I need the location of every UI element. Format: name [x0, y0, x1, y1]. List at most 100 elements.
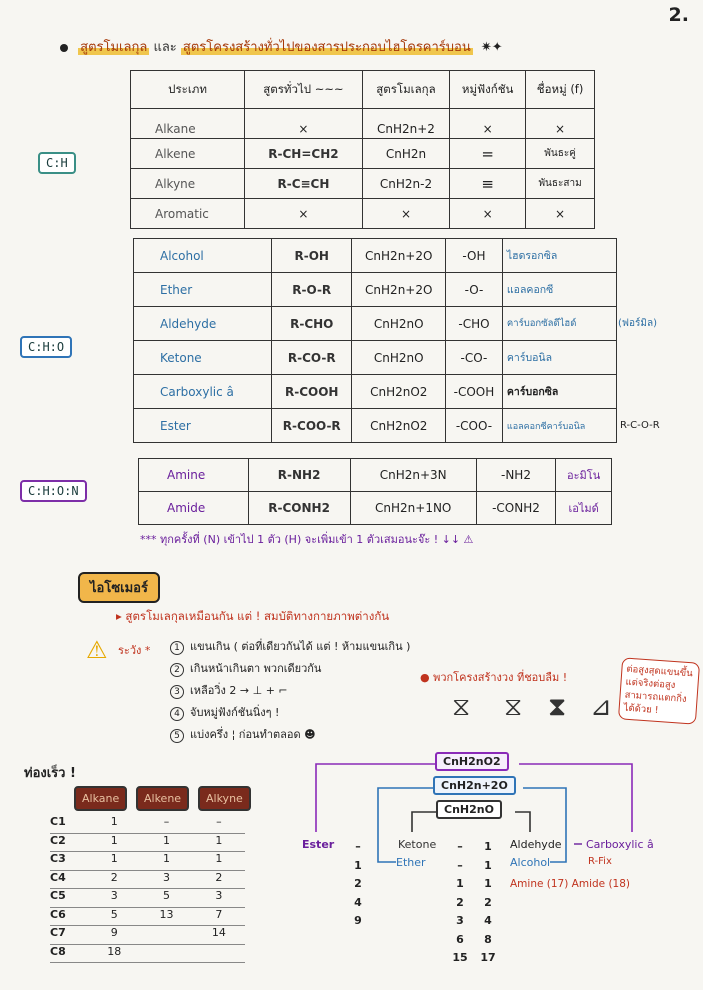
table-row: Carboxylic â R-COOH CnH2nO2 -COOH คาร์บอ… — [133, 374, 618, 409]
functional-group: -CONH2 — [475, 491, 557, 525]
count: 1 — [456, 877, 464, 890]
group-name: พันธะคู่ — [525, 138, 595, 169]
alkane-count: 9 — [110, 926, 118, 939]
count: 3 — [456, 914, 464, 927]
ring-shape-icon: ⧖ — [504, 692, 523, 722]
alkene-count: 13 — [159, 907, 174, 921]
alcohol-label: Alcohol — [510, 856, 551, 869]
alkene-count: 1 — [163, 833, 171, 847]
header-molecular-formula: สูตรโมเลกุล — [361, 70, 451, 109]
molecular-formula: CnH2n+1NO — [349, 491, 477, 525]
number-5-icon: 5 — [170, 729, 184, 743]
alkyne-count: 1 — [215, 852, 223, 865]
compound-name: Aromatic — [129, 198, 246, 229]
carbon-count: C3 — [50, 852, 66, 865]
chip-alkene: Alkene — [136, 786, 190, 811]
group-name: ไฮดรอกซิล — [501, 238, 618, 273]
chip-alkane: Alkane — [74, 786, 128, 811]
general-formula: R-CHO — [270, 306, 353, 341]
number-3-icon: 3 — [170, 685, 184, 699]
ketone-counts: 1 1 1 2 4 8 17 — [478, 838, 498, 968]
molecular-formula: CnH2nO — [351, 306, 446, 341]
carbon-count: C8 — [50, 944, 66, 958]
isomer-definition: ▸ สูตรโมเลกุลเหมือนกัน แต่ ! สมบัติทางกา… — [116, 609, 390, 623]
group-name: คาร์บอกซัลดีไฮด์ — [501, 306, 618, 341]
table-row: Alkane × CnH2n+2 × × — [129, 108, 595, 139]
header-general-formula: สูตรทั่วไป ~~~ — [244, 70, 363, 109]
functional-group: ≡ — [449, 168, 527, 199]
compound-name: Alcohol — [133, 238, 272, 273]
general-formula: × — [244, 198, 363, 229]
ring-shape-icon: ⧖ — [452, 692, 471, 722]
group-name: คาร์บอนิล — [501, 340, 618, 375]
list-item: 2 เกินหน้าเกินตา พวกเดียวกัน — [170, 658, 410, 680]
ether-label: Ether — [396, 856, 426, 869]
number-4-icon: 4 — [170, 707, 184, 721]
functional-group: -CHO — [445, 306, 503, 341]
alkene-count: 5 — [163, 889, 171, 902]
alkane-count: 2 — [110, 870, 118, 884]
group-name: อะมิโน — [555, 458, 612, 492]
table-row: Aromatic × × × × — [129, 198, 595, 229]
ring-shapes-label: ● พวกโครงสร้างวง ที่ชอบลืม ! — [420, 671, 568, 684]
header-group-name: ชื่อหมู่ (f) — [525, 70, 595, 109]
general-formula: R-COO-R — [270, 408, 353, 443]
molecular-formula: CnH2nO2 — [351, 374, 446, 409]
molecular-formula: CnH2n — [361, 138, 451, 169]
title-part2: สูตรโครงสร้างทั่วไปของสารประกอบไฮโดรคาร์… — [180, 40, 473, 55]
alkane-count: 3 — [110, 889, 118, 902]
molecular-formula: CnH2n+3N — [349, 458, 477, 492]
molecular-formula: × — [361, 198, 451, 229]
count: – — [355, 840, 361, 853]
alkyne-count: 3 — [215, 889, 223, 902]
functional-group: -OH — [445, 238, 503, 273]
number-1-icon: 1 — [170, 641, 184, 655]
alkene-count: – — [163, 815, 170, 828]
ether-counts: – – 1 2 3 6 15 — [450, 838, 470, 968]
table-row: Aldehyde R-CHO CnH2nO -CHO คาร์บอกซัลดีไ… — [133, 306, 618, 341]
table-row: Ketone R-CO-R CnH2nO -CO- คาร์บอนิล — [133, 340, 618, 375]
table-row: Ester R-COO-R CnH2nO2 -COO- แอลคอกซีคาร์… — [133, 408, 618, 443]
carbon-count: C2 — [50, 833, 66, 847]
ring-shape-icon: ⧗ — [548, 692, 567, 722]
alkyne-count: 7 — [215, 907, 223, 921]
quick-title: ท่องเร็ว ! — [24, 766, 76, 781]
functional-group: -COO- — [445, 408, 503, 443]
molecular-formula: CnH2n+2O — [351, 238, 446, 273]
ester-label: Ester — [302, 838, 335, 851]
table-row: Amide R-CONH2 CnH2n+1NO -CONH2 เอไมด์ — [138, 491, 612, 525]
compound-name: Ester — [133, 408, 272, 443]
alkane-count: 1 — [110, 852, 118, 865]
functional-group: -COOH — [445, 374, 503, 409]
functional-group: × — [449, 198, 527, 229]
bullet-icon — [60, 43, 68, 52]
number-2-icon: 2 — [170, 663, 184, 677]
list-item: 4 จับหมู่ฟังก์ชันนิ่งๆ ! — [170, 702, 410, 724]
rule-text: เกินหน้าเกินตา พวกเดียวกัน — [190, 662, 322, 675]
count: 8 — [484, 932, 492, 946]
group-name: แอลคอกซี — [501, 272, 618, 307]
label-chon: C:H:O:N — [20, 480, 87, 502]
table-row: Amine R-NH2 CnH2n+3N -NH2 อะมิโน — [138, 458, 612, 492]
count: 2 — [484, 895, 492, 909]
count: 4 — [484, 914, 492, 927]
chon-table: Amine R-NH2 CnH2n+3N -NH2 อะมิโน Amide R… — [138, 458, 612, 525]
alkane-count: 1 — [110, 833, 118, 847]
functional-group: -CO- — [445, 340, 503, 375]
functional-group: = — [449, 138, 527, 169]
alkane-count: 5 — [110, 907, 118, 921]
group-name: คาร์บอกซิล — [501, 374, 618, 409]
carboxylic-label: Carboxylic â — [586, 838, 654, 851]
rule-text: จับหมู่ฟังก์ชันนิ่งๆ ! — [190, 706, 280, 719]
alkyne-count: 2 — [215, 870, 223, 884]
molecular-formula: CnH2n+2 — [361, 108, 451, 139]
count: 2 — [354, 877, 362, 890]
